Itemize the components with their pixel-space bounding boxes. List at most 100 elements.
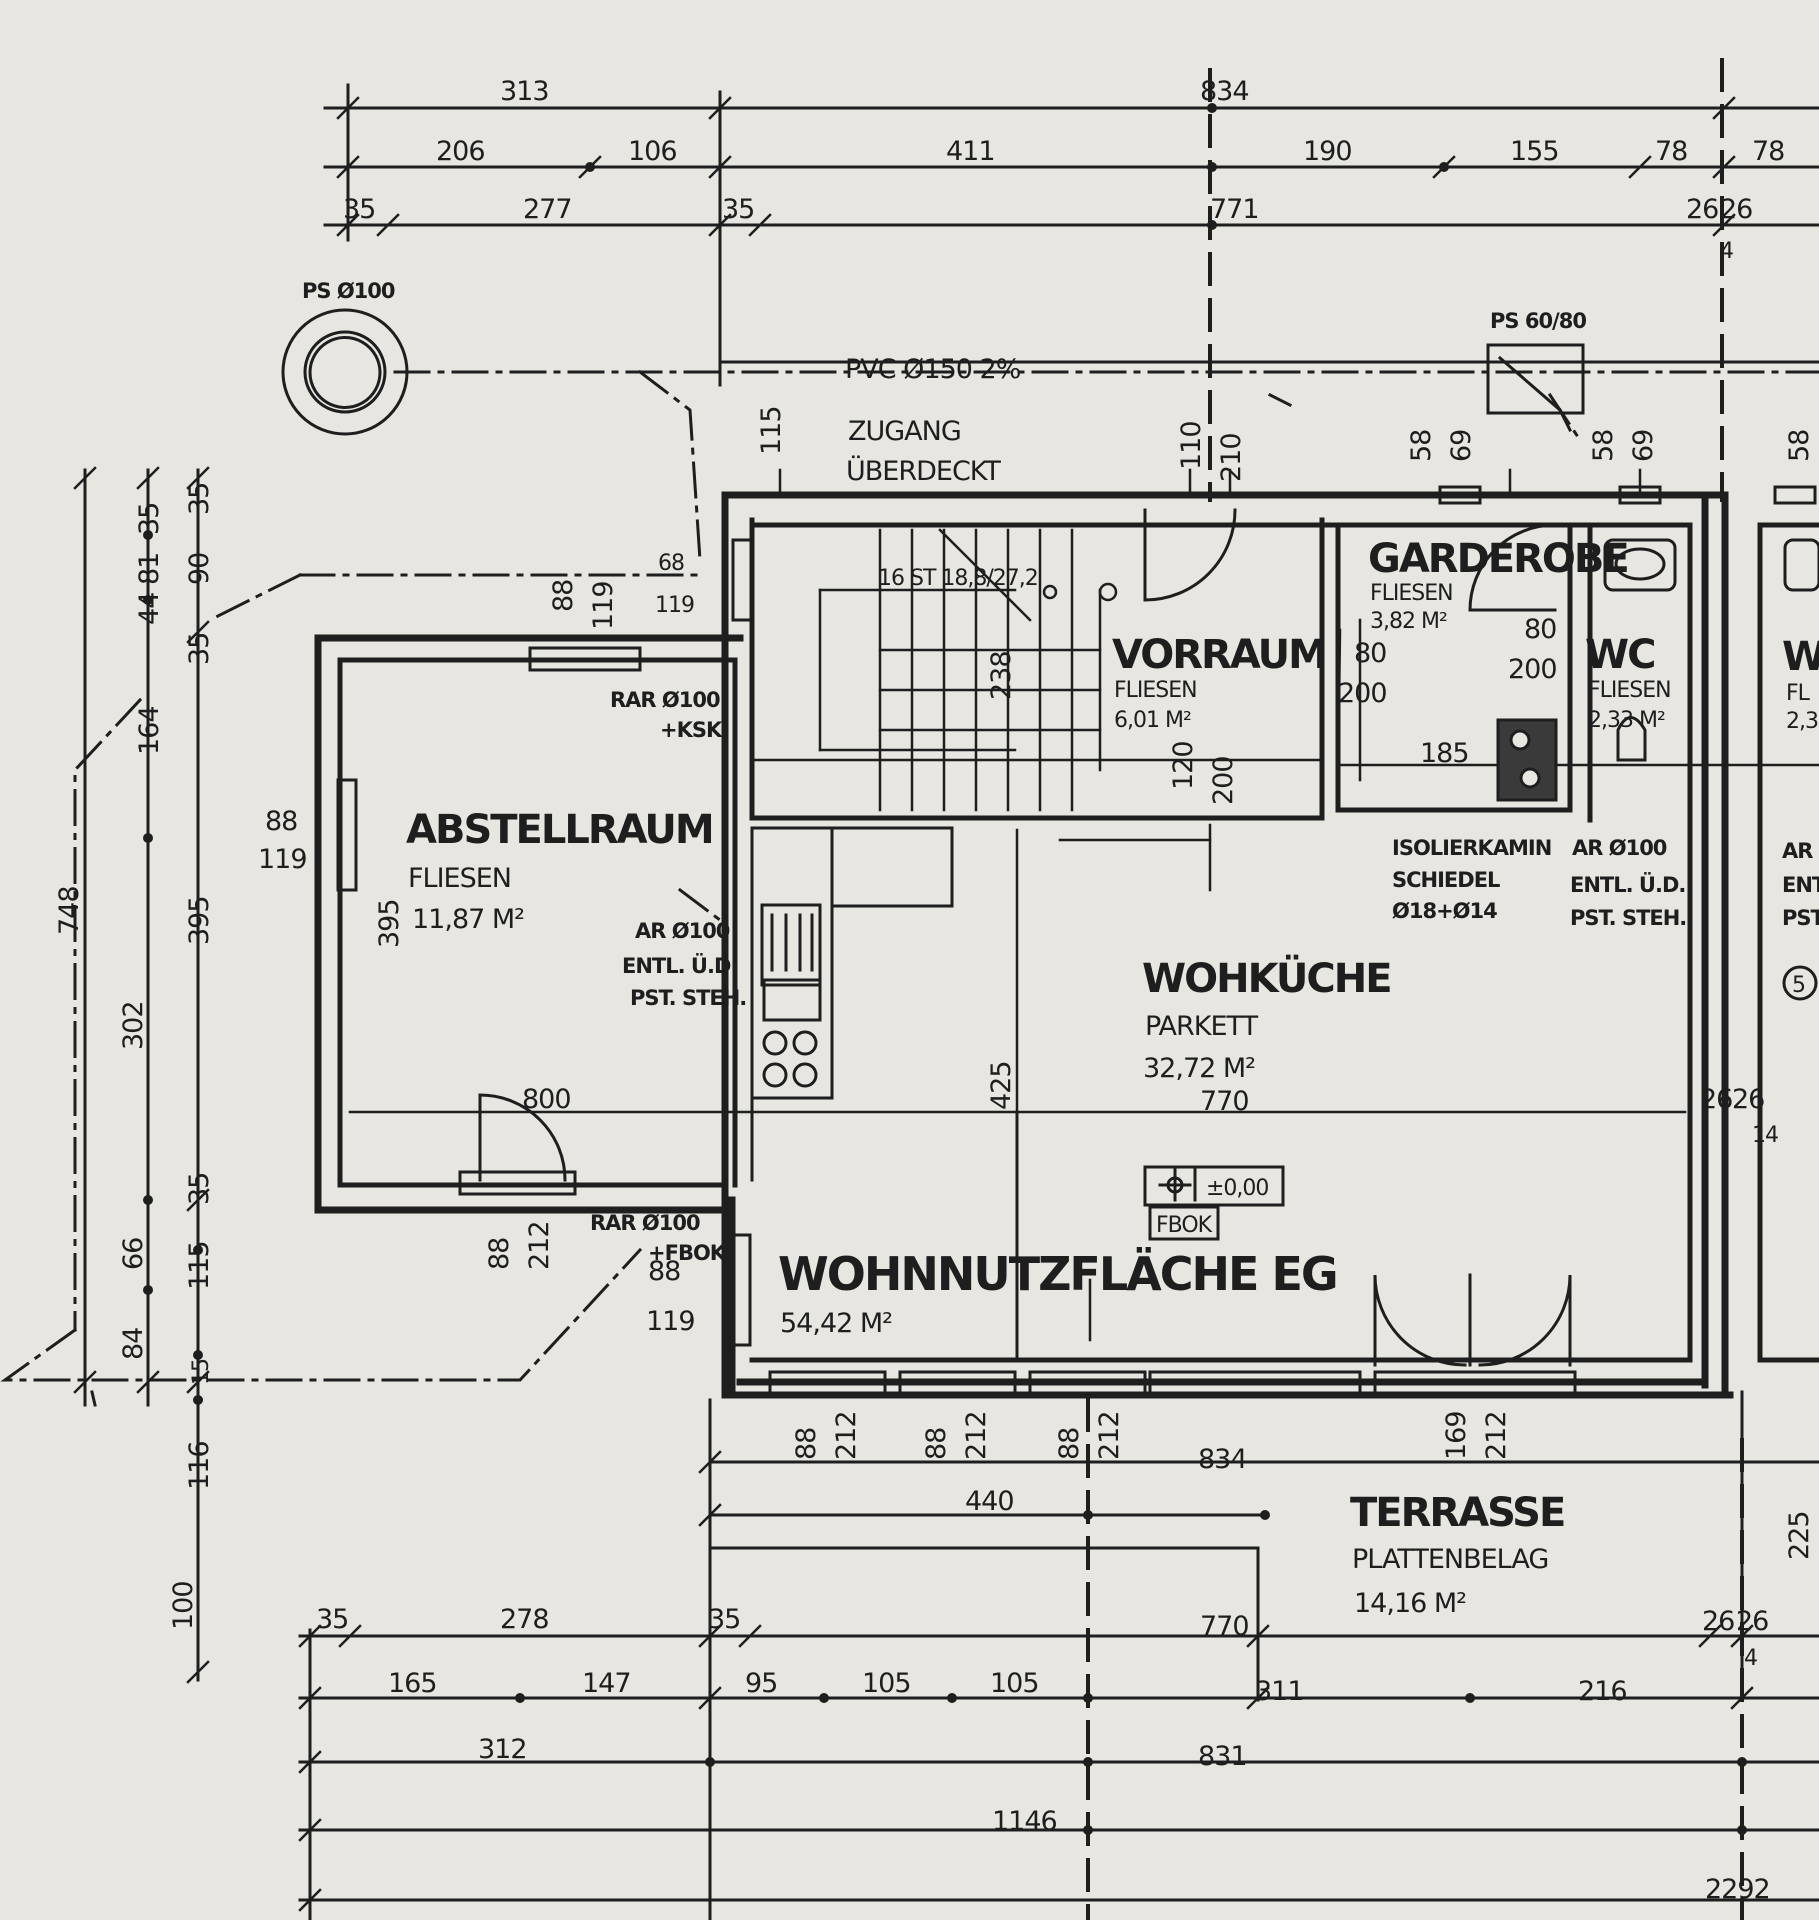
- bottom-dimension-labels: 834 440 35 278 35 770 26 26 4 165 147 95…: [316, 1444, 1771, 1905]
- opening-58c: 58: [1784, 430, 1815, 462]
- garderobe-185: 185: [1420, 738, 1469, 769]
- stairs-label: 16 ST 18,8/27,2: [878, 566, 1038, 591]
- dim-b-770: 770: [1200, 1611, 1249, 1642]
- opening-58b: 58: [1588, 430, 1619, 462]
- ar-right-2: ENTL. Ü.D.: [1570, 872, 1685, 897]
- garderobe-80: 80: [1354, 638, 1386, 669]
- wohnkueche-name: WOHKÜCHE: [1142, 954, 1391, 1002]
- dim-b-834: 834: [1198, 1444, 1247, 1475]
- dim-b-105b: 105: [990, 1668, 1039, 1699]
- ar-right-3: PST. STEH.: [1570, 906, 1686, 930]
- opening-119-top: 119: [588, 581, 619, 630]
- dim-b-4: 4: [1744, 1646, 1757, 1671]
- rar-ksk-2: +KSK: [660, 718, 723, 742]
- kitchen-counter: [750, 826, 1019, 1362]
- door4-212: 212: [1481, 1411, 1512, 1460]
- dim-411: 411: [946, 136, 995, 167]
- opening-210: 210: [1216, 433, 1247, 482]
- garderobe-name: GARDEROBE: [1368, 536, 1628, 582]
- opening-69a: 69: [1446, 430, 1477, 462]
- bottom-dimension-ticks: [298, 1450, 1754, 1912]
- abstell-395: 395: [374, 899, 405, 948]
- manholes: [281, 308, 1585, 436]
- dim-m-116: 116: [184, 1441, 215, 1490]
- vorraum-floor: FLIESEN: [1114, 678, 1197, 703]
- vorraum-name: VORRAUM: [1112, 632, 1326, 678]
- dim-b-26a: 26: [1702, 1606, 1734, 1637]
- ar-left-2: ENTL. Ü.D.: [622, 953, 737, 978]
- terrasse-area: 14,16 M²: [1354, 1588, 1466, 1619]
- right-26a: 26: [1700, 1084, 1732, 1115]
- dim-l-164: 164: [134, 706, 165, 755]
- sanitary-fixtures: [1496, 538, 1819, 802]
- garderobe-lines: [1336, 598, 1362, 782]
- dim-78b: 78: [1752, 136, 1784, 167]
- left-dimension-labels: 748 35 81 44 164 302 66 84 35 90 35 395 …: [54, 483, 215, 1630]
- opening-115: 115: [756, 406, 787, 455]
- top-dimension-lines: [323, 83, 1819, 372]
- door2-212: 212: [961, 1411, 992, 1460]
- window-119-bottom: 119: [646, 1306, 695, 1337]
- garderobe-area: 3,82 M²: [1370, 609, 1447, 634]
- door1-212: 212: [831, 1411, 862, 1460]
- wohnkueche-width: 770: [1200, 1086, 1249, 1117]
- top-dimension-labels: 313 834 206 106 411 190 155 78 78 35 277…: [343, 76, 1785, 264]
- right-26b: 26: [1732, 1084, 1764, 1115]
- dim-834: 834: [1200, 76, 1249, 107]
- ps6080-label: PS 60/80: [1490, 309, 1586, 333]
- terrasse-name: TERRASSE: [1350, 1490, 1564, 1536]
- kamin-3: Ø18+Ø14: [1392, 899, 1497, 923]
- dim-b-35b: 35: [708, 1604, 740, 1635]
- right-225: 225: [1784, 1511, 1815, 1560]
- dim-l-35: 35: [134, 503, 165, 535]
- total-label: WOHNNUTZFLÄCHE EG: [778, 1247, 1337, 1301]
- door-120: 120: [1168, 741, 1199, 790]
- opening-119-68: 119: [655, 593, 694, 618]
- level-label: ±0,00: [1206, 1176, 1268, 1201]
- dim-m-35b: 35: [184, 633, 215, 665]
- opening-69b: 69: [1628, 430, 1659, 462]
- edge-w: W: [1782, 634, 1819, 680]
- dim-206: 206: [436, 136, 485, 167]
- dim-313: 313: [500, 76, 549, 107]
- left-dimension-dots: [143, 530, 203, 1405]
- dim-35a: 35: [343, 194, 375, 225]
- room-labels: PS Ø100 PS 60/80 PVC Ø150 2% ZUGANG ÜBER…: [302, 279, 1819, 1619]
- dim-155: 155: [1510, 136, 1559, 167]
- dim-b-35a: 35: [316, 1604, 348, 1635]
- dim-35b: 35: [722, 194, 754, 225]
- opening-88-top: 88: [548, 580, 579, 612]
- dim-b-311: 311: [1255, 1676, 1304, 1707]
- door3-88: 88: [1054, 1428, 1085, 1460]
- door2-88: 88: [921, 1428, 952, 1460]
- left-dimension-ticks: [73, 466, 210, 1684]
- dim-m-100: 100: [168, 1581, 199, 1630]
- dim-m-115: 115: [184, 1241, 215, 1290]
- door3-212: 212: [1094, 1411, 1125, 1460]
- dim-l-302: 302: [118, 1001, 149, 1050]
- wc-200: 200: [1508, 654, 1557, 685]
- dim-277: 277: [523, 194, 572, 225]
- wc-80: 80: [1524, 614, 1556, 645]
- wc-floor: FLIESEN: [1588, 678, 1671, 703]
- rar-ksk-1: RAR Ø100: [610, 688, 720, 712]
- opening-58a: 58: [1406, 430, 1437, 462]
- opening-110: 110: [1176, 421, 1207, 470]
- dim-b-278: 278: [500, 1604, 549, 1635]
- opening-119-left: 119: [258, 844, 307, 875]
- edge-23: 2,3: [1786, 709, 1818, 734]
- windows: [336, 485, 1817, 1396]
- stair-238: 238: [986, 651, 1017, 700]
- dim-b-165: 165: [388, 1668, 437, 1699]
- dim-m-15: 15: [189, 1359, 214, 1385]
- left-dimension-lines: [83, 468, 200, 1682]
- rar-fbok-1: RAR Ø100: [590, 1211, 700, 1235]
- opening-labels: 88 119 88 119 68 119 115 110 210 58 69 5…: [258, 406, 1815, 1560]
- edge-pst: PST.: [1782, 906, 1819, 930]
- garderobe-floor: FLIESEN: [1370, 581, 1453, 606]
- dim-78a: 78: [1655, 136, 1687, 167]
- interior-walls: [337, 517, 1819, 1363]
- dim-l-81: 81: [134, 553, 165, 585]
- zugang-line1: ZUGANG: [848, 416, 961, 447]
